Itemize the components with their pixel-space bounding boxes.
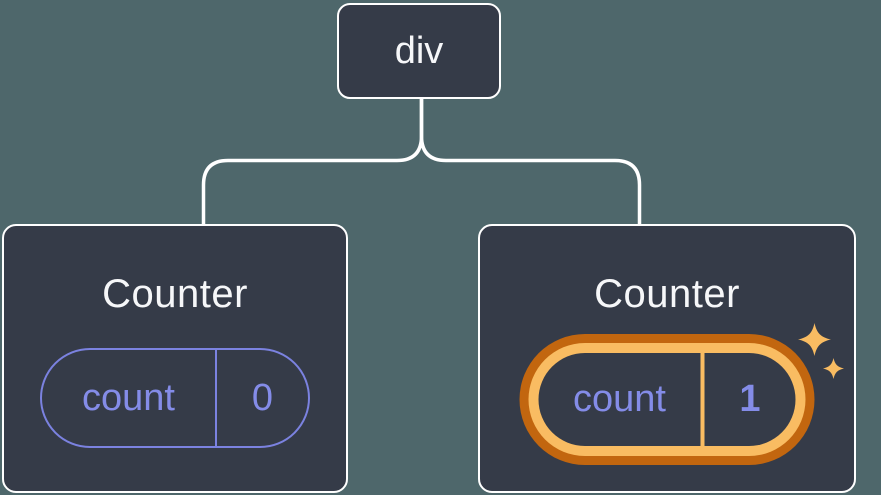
tree-node-div-label: div: [394, 29, 444, 72]
counter-card-right: Counter count 1: [478, 224, 856, 493]
counter-card-left: Counter count 0: [2, 224, 348, 493]
state-pill-right: count 1: [538, 353, 796, 446]
state-pill-left: count 0: [40, 348, 310, 448]
sparkles-icon: [798, 323, 844, 379]
tree-node-div: div: [337, 3, 501, 99]
connector-left-branch: [201, 99, 424, 225]
pill-divider: [215, 350, 217, 446]
pill-divider: [700, 353, 705, 446]
state-value: 1: [739, 378, 761, 420]
state-pill-highlight-ring-inner: count 1: [528, 343, 806, 456]
counter-card-left-title: Counter: [102, 272, 248, 316]
state-key-label: count: [82, 376, 175, 419]
state-value: 0: [251, 376, 274, 419]
state-key-label: count: [573, 378, 666, 420]
connector-right-branch: [419, 99, 642, 225]
state-pill-highlight-ring: count 1: [519, 334, 815, 465]
counter-card-right-title: Counter: [594, 272, 740, 316]
